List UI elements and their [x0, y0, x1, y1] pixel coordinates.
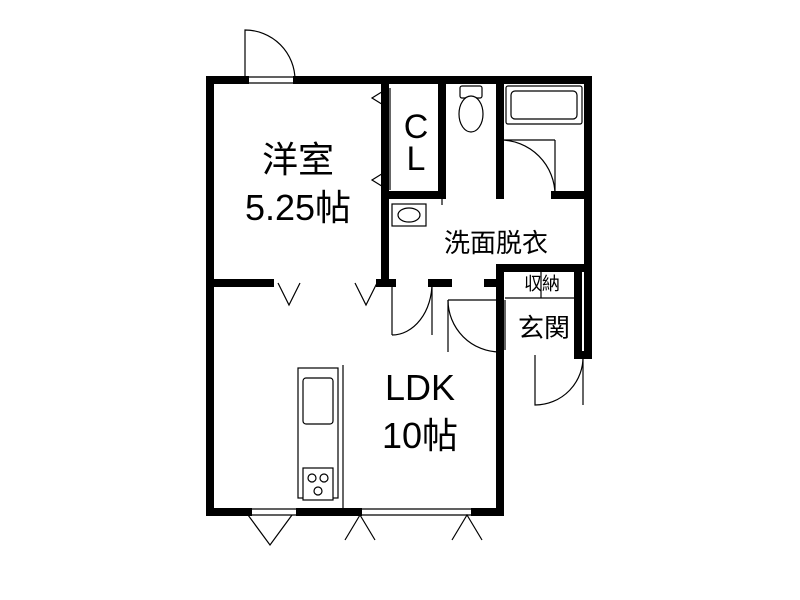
- stove-icon: [302, 467, 334, 501]
- closet-label-c: C: [404, 108, 429, 146]
- toilet-icon: [458, 85, 484, 133]
- wash-basin-icon: [391, 203, 427, 227]
- entrance-label: 玄関: [518, 313, 570, 343]
- interior-details: [245, 76, 578, 516]
- doors: [244, 29, 584, 547]
- room-labels: 洋室 5.25帖 C L 洗面脱衣 収納 玄関 LDK 10帖: [245, 108, 570, 456]
- storage-label: 収納: [524, 274, 560, 294]
- walls: [206, 76, 592, 516]
- ldk-name: LDK: [385, 367, 455, 408]
- fixtures: [297, 85, 583, 501]
- bathtub-icon: [505, 85, 583, 125]
- ldk-size: 10帖: [382, 415, 458, 456]
- washroom-label: 洗面脱衣: [444, 228, 548, 258]
- western-room-size: 5.25帖: [245, 187, 351, 228]
- closet-label-l: L: [407, 140, 426, 178]
- western-room-name: 洋室: [262, 139, 334, 180]
